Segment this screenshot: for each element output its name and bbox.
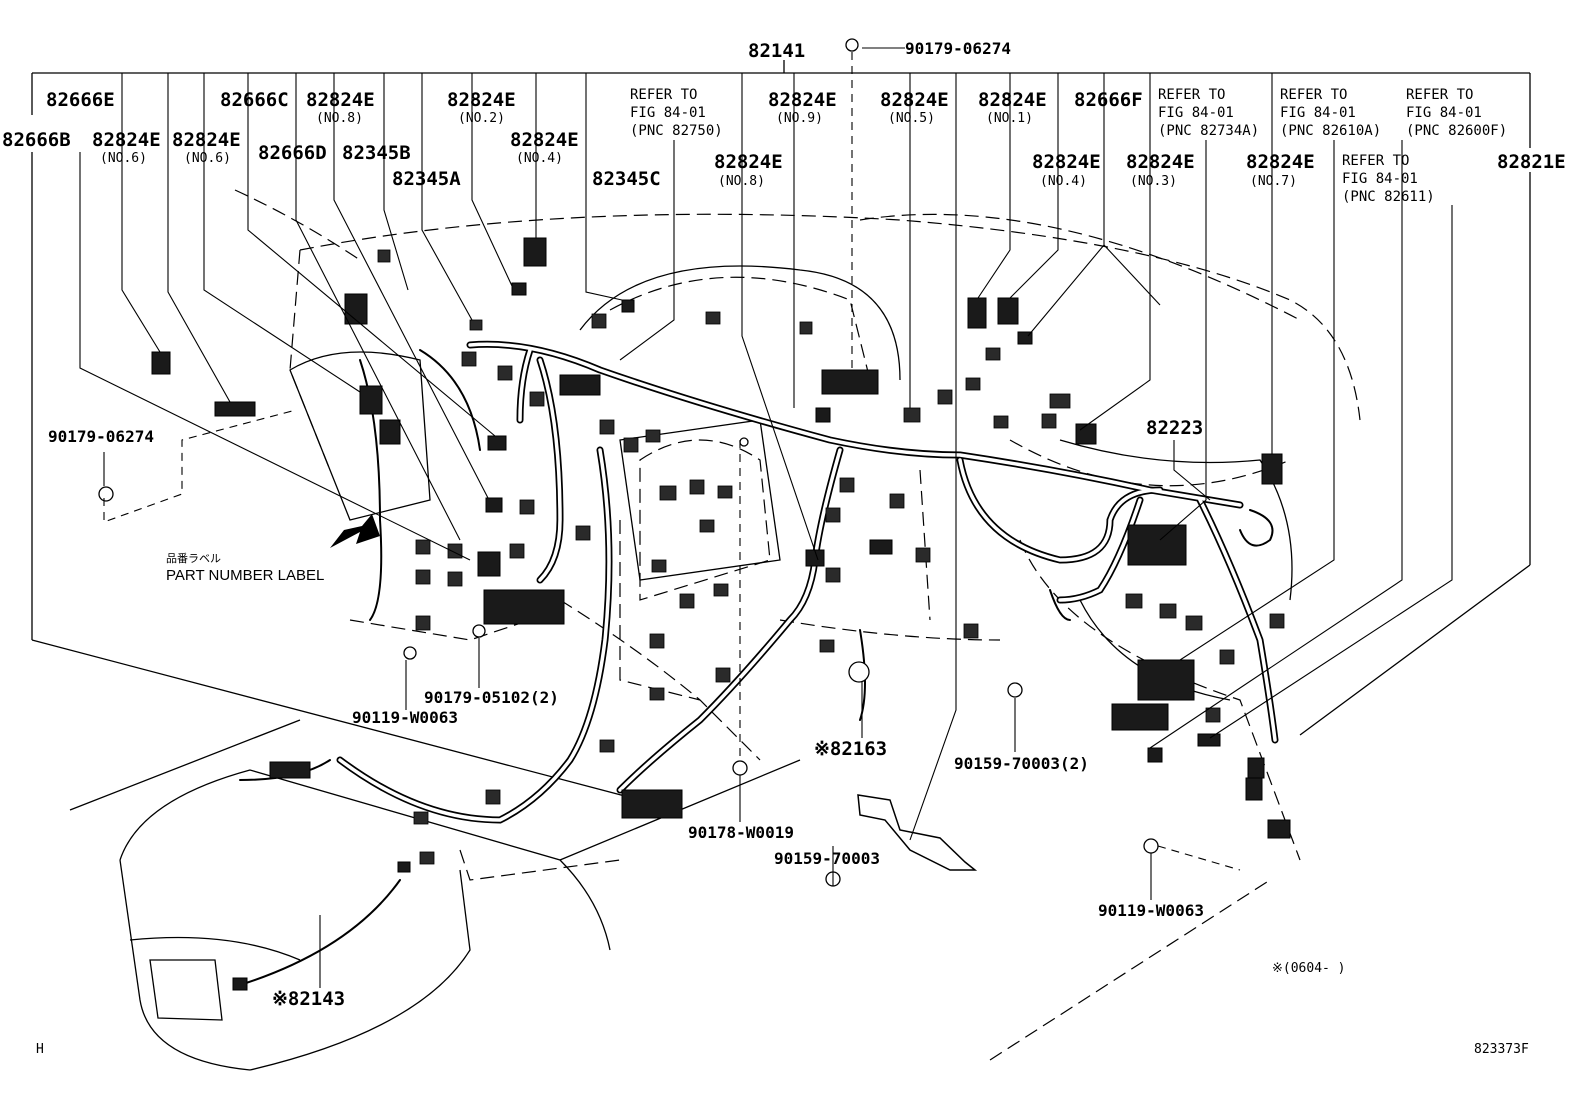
callout-pn: 82345B [342,142,411,164]
callout-pn: 82821E [1497,151,1566,173]
callout-pn: 90179-05102(2) [424,688,559,707]
ref-line: (PNC 82611) [1342,189,1435,205]
callout-pn: 82141 [748,40,805,62]
ref-line: FIG 84-01 [1342,171,1418,187]
console-outline [69,265,1293,1071]
callout-pn: 82824E [768,89,837,111]
corner-mark: H [36,1042,44,1057]
connector-tabs [377,249,1285,865]
callout-sub: (NO.3) [1130,174,1177,189]
callout-sub: (NO.6) [184,151,231,166]
ref-line: (PNC 82750) [630,123,723,139]
bracket-frame [31,60,1531,801]
ref-line: (PNC 82734A) [1158,123,1259,139]
ref-line: REFER TO [1158,87,1225,103]
callout-pn: 90178-W0019 [688,823,794,842]
body-outline [234,189,1361,1061]
callout-sub: (NO.4) [1040,174,1087,189]
wiring-harness [239,340,1279,986]
callout-pn: 82824E [1032,151,1101,173]
diagram-code: 823373F [1474,1042,1529,1057]
part-number-label-arrow [330,514,380,548]
callout-pn: 82223 [1146,417,1203,439]
ref-line: FIG 84-01 [1158,105,1234,121]
callout-pn: 82824E [1246,151,1315,173]
callout-pn: 82824E [447,89,516,111]
callout-pn: 82824E [306,89,375,111]
callout-sub: (NO.6) [100,151,147,166]
callout-pn: 82666E [46,89,115,111]
callout-pn: 90159-70003(2) [954,754,1089,773]
callout-pn: 82824E [510,129,579,151]
ref-line: REFER TO [1280,87,1347,103]
ref-line: (PNC 82600F) [1406,123,1507,139]
callout-pn: 82824E [714,151,783,173]
callout-pn: 82824E [880,89,949,111]
fasteners [98,38,1159,887]
callout-pn: 90179-06274 [905,39,1011,58]
callout-pn: 90179-06274 [48,427,154,446]
ref-line: FIG 84-01 [1280,105,1356,121]
callout-pn: 82666F [1074,89,1143,111]
footnote: ※(0604- ) [1272,961,1346,976]
callout-sub: (NO.8) [316,111,363,126]
callout-pn: 82666B [2,129,71,151]
mounting-bracket [857,794,978,871]
callout-pn: 82345C [592,168,661,190]
callout-pn: 82345A [392,168,461,190]
callout-sub: (NO.5) [888,111,935,126]
callout-sub: (NO.7) [1250,174,1297,189]
callout-sub: (NO.1) [986,111,1033,126]
callout-pn: 82666D [258,142,327,164]
part-number-label-jp: 品番ラベル [166,552,221,565]
ref-line: FIG 84-01 [1406,105,1482,121]
leader-lines [79,47,1453,988]
callout-pn: 90159-70003 [774,849,880,868]
callout-pn: 82666C [220,89,289,111]
callout-pn: 82824E [978,89,1047,111]
connectors [151,237,1291,991]
ref-line: REFER TO [630,87,697,103]
callout-pn: 82824E [92,129,161,151]
ref-line: FIG 84-01 [630,105,706,121]
callout-labels: 82141 90179-06274 82666E 82666C 82824E (… [2,39,1566,1010]
callout-sub: (NO.9) [776,111,823,126]
callout-pn: ※82143 [272,988,345,1010]
callout-pn: 82824E [1126,151,1195,173]
callout-sub: (NO.4) [516,151,563,166]
callout-pn: 82824E [172,129,241,151]
ref-line: REFER TO [1406,87,1473,103]
callout-sub: (NO.2) [458,111,505,126]
callout-pn: 90119-W0063 [1098,901,1204,920]
callout-pn: 90119-W0063 [352,708,458,727]
refer-to-notes: REFER TO FIG 84-01 (PNC 82750) REFER TO … [630,87,1507,205]
ref-line: REFER TO [1342,153,1409,169]
callout-sub: (NO.8) [718,174,765,189]
part-number-label-en: PART NUMBER LABEL [166,567,324,584]
callout-pn: ※82163 [814,738,887,760]
ref-line: (PNC 82610A) [1280,123,1381,139]
